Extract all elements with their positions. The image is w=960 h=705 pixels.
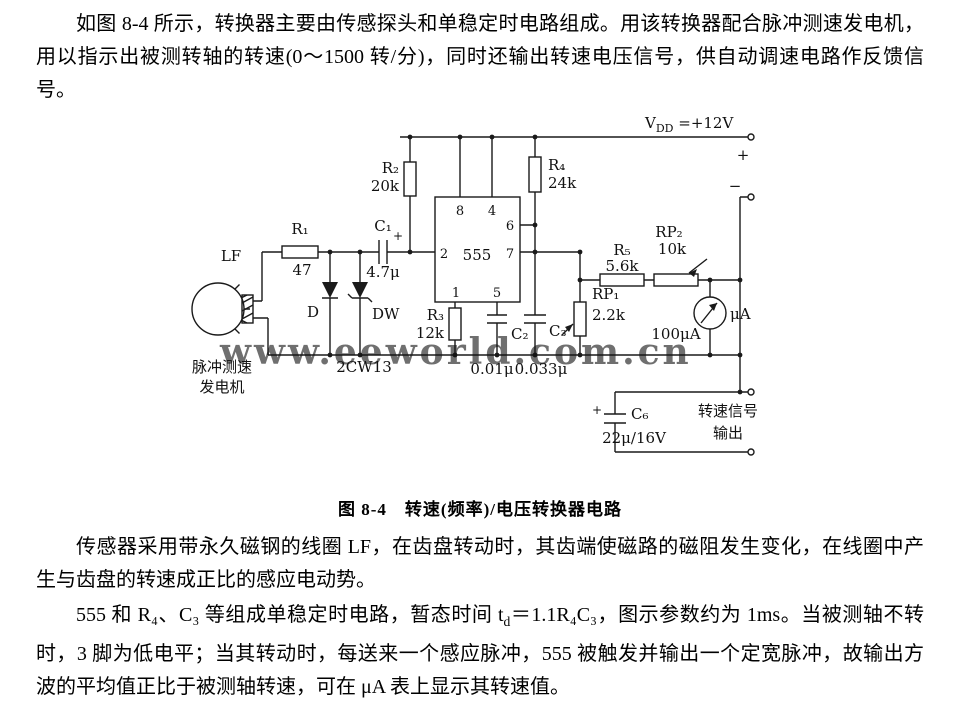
c1-value: 4.7μ — [366, 263, 400, 281]
r1-value: 47 — [292, 261, 311, 279]
paragraph-3-text-a: 555 和 R₄、C₃ 等组成单稳定时电路，暂态时间 t — [76, 604, 504, 626]
meter-range: 100μA — [651, 325, 700, 343]
pin-6: 6 — [506, 219, 514, 234]
pin-7: 7 — [506, 247, 514, 262]
r3-value: 12k — [416, 324, 445, 342]
svg-text:输出: 输出 — [713, 424, 743, 442]
generator-label: 脉冲测速 发电机 — [192, 358, 252, 396]
r5-value: 5.6k — [606, 257, 640, 275]
c3-ref: C₃ — [549, 322, 567, 340]
dw-ref: DW — [372, 305, 400, 323]
ic-name: 555 — [463, 246, 492, 264]
potentiometer-rp2: RP₂ 10k — [653, 223, 740, 287]
circuit-diagram: VDD =+12V + − R₂ 20k R₄ 24k C₃ 0.033μ — [191, 114, 758, 456]
r4-ref: R₄ — [548, 156, 565, 174]
lf-ref: LF — [221, 247, 241, 265]
pickup-coil-lf: LF — [191, 247, 269, 355]
minus-terminal — [747, 193, 755, 201]
rp1-value: 2.2k — [592, 306, 626, 324]
c6-polarity: + — [592, 403, 602, 417]
r3-ref: R₃ — [427, 306, 444, 324]
rp1-ref: RP₁ — [592, 285, 619, 303]
diode-d: D — [307, 252, 338, 355]
r1-ref: R₁ — [291, 220, 308, 238]
zener-dw: DW 2CW13 — [336, 252, 400, 376]
r4-value: 24k — [548, 174, 577, 192]
pin-2: 2 — [440, 247, 448, 262]
junction-dots — [327, 134, 743, 395]
c3-value: 0.033μ — [515, 360, 568, 378]
paragraph-3: 555 和 R₄、C₃ 等组成单稳定时电路，暂态时间 td＝1.1R₄C₃，图示… — [36, 599, 924, 704]
paragraph-3-text-b: ＝1.1R₄C₃，图示参数约为 1ms。当被测轴不转时，3 脚为低电平；当其转动… — [36, 604, 924, 698]
vdd-label: VDD =+12V — [644, 114, 734, 135]
negative-bus — [739, 196, 748, 392]
resistor-r1: R₁ 47 — [281, 220, 319, 279]
c2-value: 0.01μ — [470, 360, 513, 378]
plus-terminal — [747, 133, 755, 141]
pin-4: 4 — [488, 204, 496, 219]
svg-text:转速信号: 转速信号 — [698, 402, 758, 420]
c2-ref: C₂ — [511, 325, 529, 343]
resistor-r5: R₅ 5.6k — [580, 241, 654, 287]
ic-555: 8 4 6 2 7 1 5 555 — [434, 137, 580, 303]
r2-ref: R₂ — [382, 159, 399, 177]
c6-value: 22μ/16V — [602, 429, 667, 447]
capacitor-c6: + C₆ 22μ/16V — [592, 392, 667, 452]
paragraph-1: 如图 8-4 所示，转换器主要由传感探头和单稳定时电路组成。用该转换器配合脉冲测… — [36, 13, 924, 101]
c1-polarity: + — [393, 229, 403, 243]
output-terminals — [615, 388, 755, 456]
watermark: www.eeworld.com.cn — [219, 331, 692, 373]
pin-8: 8 — [456, 204, 464, 219]
r5-ref: R₅ — [613, 241, 630, 259]
d-ref: D — [307, 303, 319, 321]
ammeter: μA 100μA — [651, 280, 751, 355]
c1-ref: C₁ — [374, 217, 392, 235]
c6-ref: C₆ — [631, 405, 649, 423]
power-rails: VDD =+12V + − — [400, 114, 755, 392]
minus-sign: − — [729, 177, 742, 195]
subscript-d: d — [503, 614, 511, 629]
capacitor-c3: C₃ 0.033μ — [515, 314, 568, 378]
svg-text:发电机: 发电机 — [199, 378, 244, 396]
dw-value: 2CW13 — [336, 358, 392, 376]
capacitor-c1: C₁ + 4.7μ — [366, 217, 403, 281]
r2-value: 20k — [371, 177, 400, 195]
rp2-ref: RP₂ — [655, 223, 682, 241]
output-label: 转速信号 输出 — [698, 402, 758, 442]
resistor-r2: R₂ 20k — [371, 137, 417, 252]
pin-1: 1 — [452, 286, 460, 301]
capacitor-c2: C₂ 0.01μ — [470, 302, 529, 378]
figure-caption: 图 8-4 转速(频率)/电压转换器电路 — [338, 500, 622, 519]
rp2-value: 10k — [658, 240, 687, 258]
paragraph-2: 传感器采用带永久磁钢的线圈 LF，在齿盘转动时，其齿端使磁路的磁阻发生变化，在线… — [36, 536, 924, 591]
svg-text:脉冲测速: 脉冲测速 — [192, 358, 252, 376]
pin-5: 5 — [493, 286, 501, 301]
meter-ref: μA — [730, 305, 751, 323]
plus-sign: + — [737, 146, 750, 164]
potentiometer-rp1: RP₁ 2.2k — [561, 252, 626, 355]
resistor-r3: R₃ 12k — [416, 302, 462, 355]
